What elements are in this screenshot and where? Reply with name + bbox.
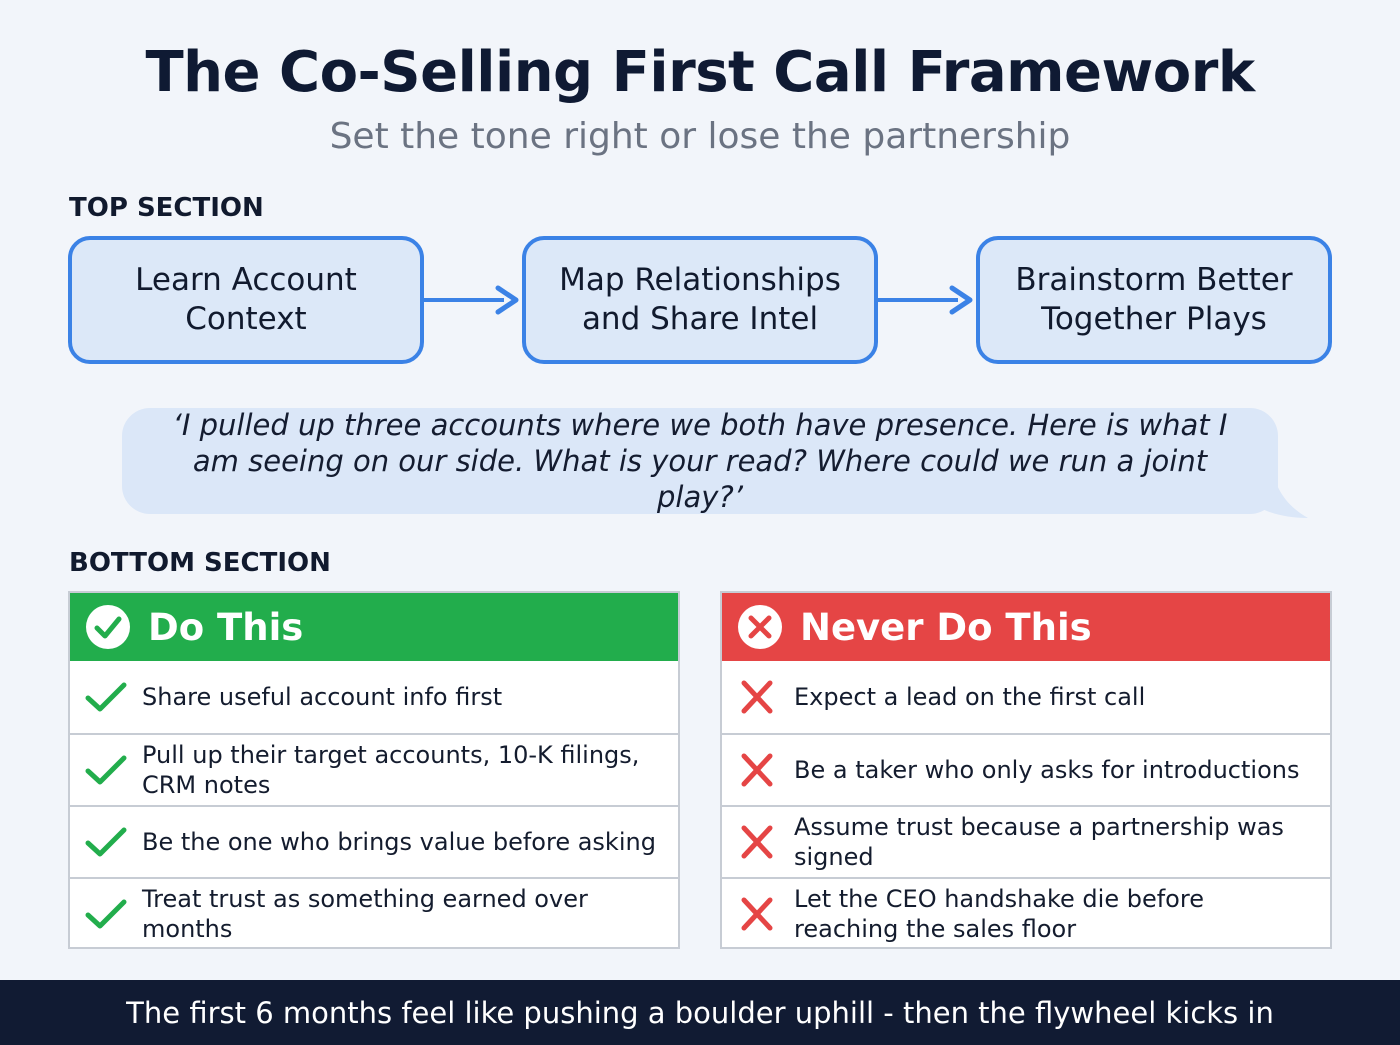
- x-icon: [741, 825, 773, 859]
- list-item-text: Treat trust as something earned over mon…: [142, 885, 588, 943]
- page-subtitle: Set the tone right or lose the partnersh…: [329, 116, 1071, 157]
- list-item: Let the CEO handshake die before reachin…: [722, 877, 1330, 949]
- list-item-text: Expect a lead on the first call: [794, 683, 1146, 711]
- list-item: Expect a lead on the first call: [722, 661, 1330, 733]
- do-this-header: Do This: [70, 593, 678, 661]
- check-icon: [85, 755, 127, 785]
- footer-banner: The first 6 months feel like pushing a b…: [0, 980, 1400, 1045]
- check-circle-icon: [86, 605, 130, 649]
- do-this-heading: Do This: [148, 605, 304, 649]
- step-map-relationships: Map Relationships and Share Intel: [522, 236, 878, 364]
- list-item-text: Be a taker who only asks for introductio…: [794, 756, 1300, 784]
- list-item-text: Be the one who brings value before askin…: [142, 828, 656, 856]
- do-this-list: Share useful account info first Pull up …: [70, 661, 678, 949]
- never-do-this-header: Never Do This: [722, 593, 1330, 661]
- list-item: Assume trust because a partnership was s…: [722, 805, 1330, 877]
- step-label: Learn Account Context: [135, 262, 357, 337]
- step-label: Brainstorm Better Together Plays: [1015, 262, 1293, 337]
- list-item-text: Pull up their target accounts, 10-K fili…: [142, 741, 640, 799]
- check-icon: [85, 682, 127, 712]
- list-item-text: Assume trust because a partnership was s…: [794, 813, 1284, 871]
- bottom-section-label: BOTTOM SECTION: [69, 548, 331, 578]
- do-this-panel: Do This Share useful account info first …: [68, 591, 680, 949]
- check-icon: [85, 827, 127, 857]
- speech-bubble: ‘I pulled up three accounts where we bot…: [122, 408, 1308, 518]
- page-title: The Co-Selling First Call Framework: [145, 40, 1255, 105]
- check-icon: [85, 899, 127, 929]
- never-do-this-heading: Never Do This: [800, 605, 1092, 649]
- never-do-this-panel: Never Do This Expect a lead on the first…: [720, 591, 1332, 949]
- never-do-this-list: Expect a lead on the first call Be a tak…: [722, 661, 1330, 949]
- list-item-text: Share useful account info first: [142, 683, 503, 711]
- list-item: Pull up their target accounts, 10-K fili…: [70, 733, 678, 805]
- step-brainstorm-plays: Brainstorm Better Together Plays: [976, 236, 1332, 364]
- footer-text: The first 6 months feel like pushing a b…: [126, 995, 1274, 1030]
- quote-text: ‘I pulled up three accounts where we bot…: [122, 408, 1278, 514]
- list-item: Be a taker who only asks for introductio…: [722, 733, 1330, 805]
- right-arrow-icon: [424, 285, 519, 315]
- list-item: Treat trust as something earned over mon…: [70, 877, 678, 949]
- list-item: Share useful account info first: [70, 661, 678, 733]
- x-icon: [741, 753, 773, 787]
- list-item: Be the one who brings value before askin…: [70, 805, 678, 877]
- x-icon: [741, 680, 773, 714]
- step-label: Map Relationships and Share Intel: [559, 262, 841, 337]
- step-learn-account-context: Learn Account Context: [68, 236, 424, 364]
- list-item-text: Let the CEO handshake die before reachin…: [794, 885, 1204, 943]
- right-arrow-icon: [878, 285, 973, 315]
- top-section-label: TOP SECTION: [69, 193, 264, 223]
- x-circle-icon: [738, 605, 782, 649]
- x-icon: [741, 897, 773, 931]
